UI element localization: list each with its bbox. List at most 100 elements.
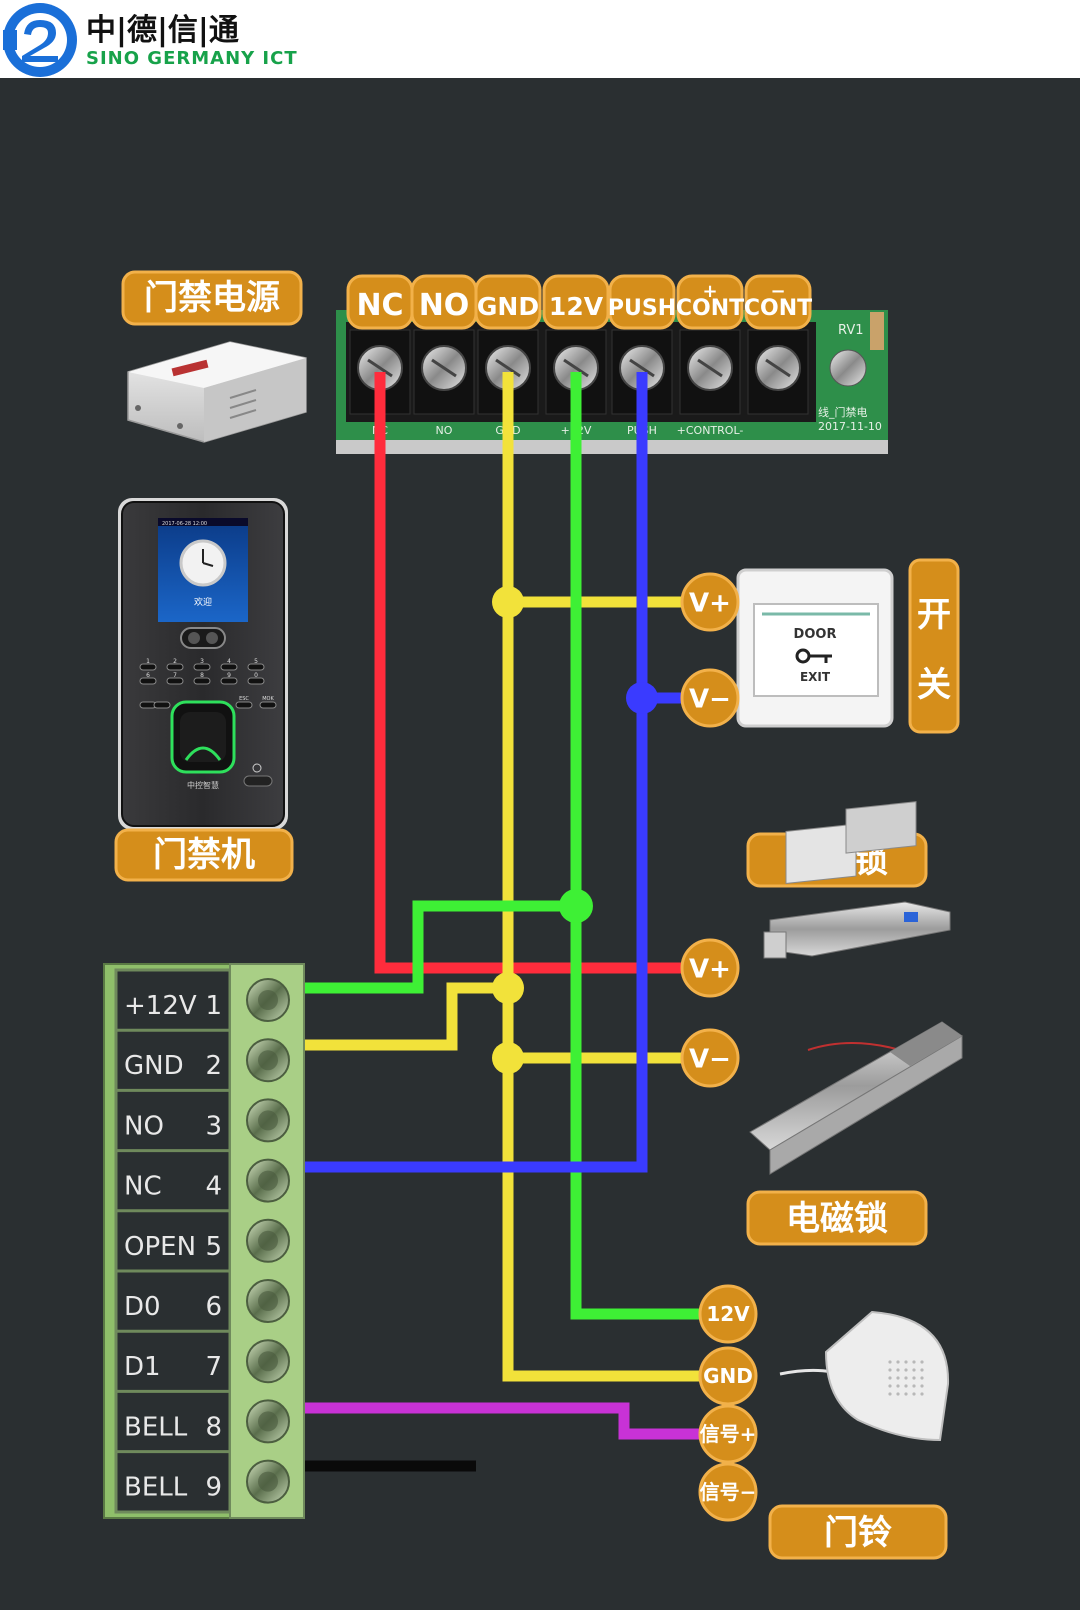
exit-button-exit-text: EXIT	[800, 670, 831, 684]
power-terminal-sign: +	[702, 281, 717, 302]
power-terminal-sign: −	[770, 281, 785, 302]
svg-text:1: 1	[146, 658, 150, 665]
wire-green-controller	[298, 900, 576, 994]
svg-text:电磁锁: 电磁锁	[786, 1199, 888, 1239]
power-terminal-label-text: 12V	[549, 292, 604, 321]
controller-terminal-name: NC	[124, 1172, 162, 1202]
svg-text:9: 9	[227, 672, 231, 679]
keypad-key-5: 5	[247, 658, 265, 671]
bolt-pin-vplus: V+	[680, 938, 740, 998]
svg-text:4: 4	[227, 658, 231, 665]
svg-text:5: 5	[254, 658, 258, 665]
svg-text:门禁电源: 门禁电源	[144, 278, 280, 318]
exit-button-image: DOOR EXIT	[736, 568, 894, 728]
pcb-model-mark: 线_门禁电	[818, 405, 868, 419]
power-terminal-label-text: GND	[477, 292, 539, 321]
svg-text:V+: V+	[689, 588, 731, 618]
svg-text:门铃: 门铃	[824, 1513, 892, 1553]
power-terminal-5: +CONTROL-	[677, 329, 744, 437]
controller-terminal-number: 5	[205, 1232, 222, 1262]
controller-terminal-name: NO	[124, 1111, 164, 1141]
wire-blue	[298, 372, 648, 1173]
svg-text:2: 2	[173, 658, 177, 665]
wiring	[298, 372, 708, 1472]
controller-terminal-number: 8	[205, 1412, 222, 1442]
svg-text:3: 3	[200, 658, 204, 665]
bell-icon	[252, 763, 262, 773]
svg-text:信号−: 信号−	[700, 1480, 757, 1504]
key-icon	[795, 648, 832, 664]
power-supply-box-image	[127, 341, 307, 443]
power-terminal-label-1: NO	[410, 274, 478, 330]
magnetic-lock-label: 电磁锁	[746, 1190, 928, 1246]
svg-text:0: 0	[254, 672, 258, 679]
controller-terminal-number: 4	[205, 1172, 222, 1202]
svg-text:6: 6	[146, 672, 150, 679]
magnetic-lock-image	[749, 1021, 963, 1175]
wire-green-trunk	[570, 372, 708, 1320]
controller-terminal-number: 9	[205, 1473, 222, 1503]
controller-terminal-number: 1	[205, 991, 222, 1021]
keypad-key-8: 8	[193, 672, 211, 685]
svg-text:开关: 开关	[917, 595, 951, 705]
wire-yellow-gnd-trunk	[502, 372, 708, 1382]
svg-text:信号+: 信号+	[700, 1422, 757, 1446]
logo-cn-text: 中|德|信|通	[86, 13, 239, 48]
keypad-key-3: 3	[193, 658, 211, 671]
bolt-pin-vminus: V−	[680, 1028, 740, 1088]
device-brand-text: 中控智慧	[187, 780, 219, 790]
pcb-rv1-mark: RV1	[838, 323, 864, 338]
power-terminal-label-2: GND	[474, 274, 542, 330]
doorbell-label: 门铃	[768, 1504, 948, 1560]
svg-text:V+: V+	[689, 954, 731, 984]
controller-terminal-5: OPEN 5	[116, 1209, 290, 1263]
power-terminal-6	[747, 329, 809, 415]
power-terminal-label-3: 12V	[542, 274, 610, 330]
controller-terminal-number: 7	[205, 1352, 222, 1382]
company-logo	[3, 3, 77, 77]
header-bar	[0, 0, 1080, 78]
keypad-key-1: 1	[139, 658, 157, 671]
keypad-key-9: 9	[220, 672, 238, 685]
svg-text:GND: GND	[703, 1364, 753, 1388]
bell-pin-signal-plus: 信号+	[698, 1404, 758, 1464]
pcb-mark-1: NO	[436, 424, 453, 437]
power-terminal-label-text: CONT	[676, 296, 744, 321]
keypad-key-2: 2	[166, 658, 184, 671]
controller-terminal-1: +12V 1	[124, 978, 290, 1022]
controller-terminal-4: NC 4	[116, 1149, 290, 1203]
controller-terminal-number: 2	[205, 1051, 222, 1081]
controller-terminal-name: OPEN	[124, 1232, 196, 1262]
switch-label: 开关	[908, 558, 960, 734]
controller-terminal-name: D1	[124, 1352, 161, 1382]
camera-icon	[180, 627, 226, 649]
doorbell-image	[779, 1310, 950, 1442]
access-machine-label: 门禁机	[114, 828, 294, 882]
controller-terminal-7: D1 7	[116, 1329, 290, 1384]
pcb-mark-5: +CONTROL-	[677, 424, 744, 437]
pcb-date-mark: 2017-11-10	[818, 420, 882, 433]
bell-pin-signal-minus: 信号−	[698, 1462, 758, 1522]
power-supply-label: 门禁电源	[121, 270, 303, 326]
svg-text:V−: V−	[689, 684, 731, 714]
controller-terminal-name: D0	[124, 1292, 161, 1322]
controller-terminal-name: +12V	[124, 991, 197, 1021]
keypad-key-0: 0	[247, 672, 265, 685]
device-welcome-text: 欢迎	[194, 596, 212, 608]
power-terminal-label-5: CONT+	[676, 274, 744, 330]
svg-text:V−: V−	[689, 1044, 731, 1074]
wire-yellow-controller	[298, 982, 508, 1051]
controller-terminal-number: 6	[205, 1292, 222, 1322]
keypad-menu-label: MOK	[262, 696, 274, 702]
